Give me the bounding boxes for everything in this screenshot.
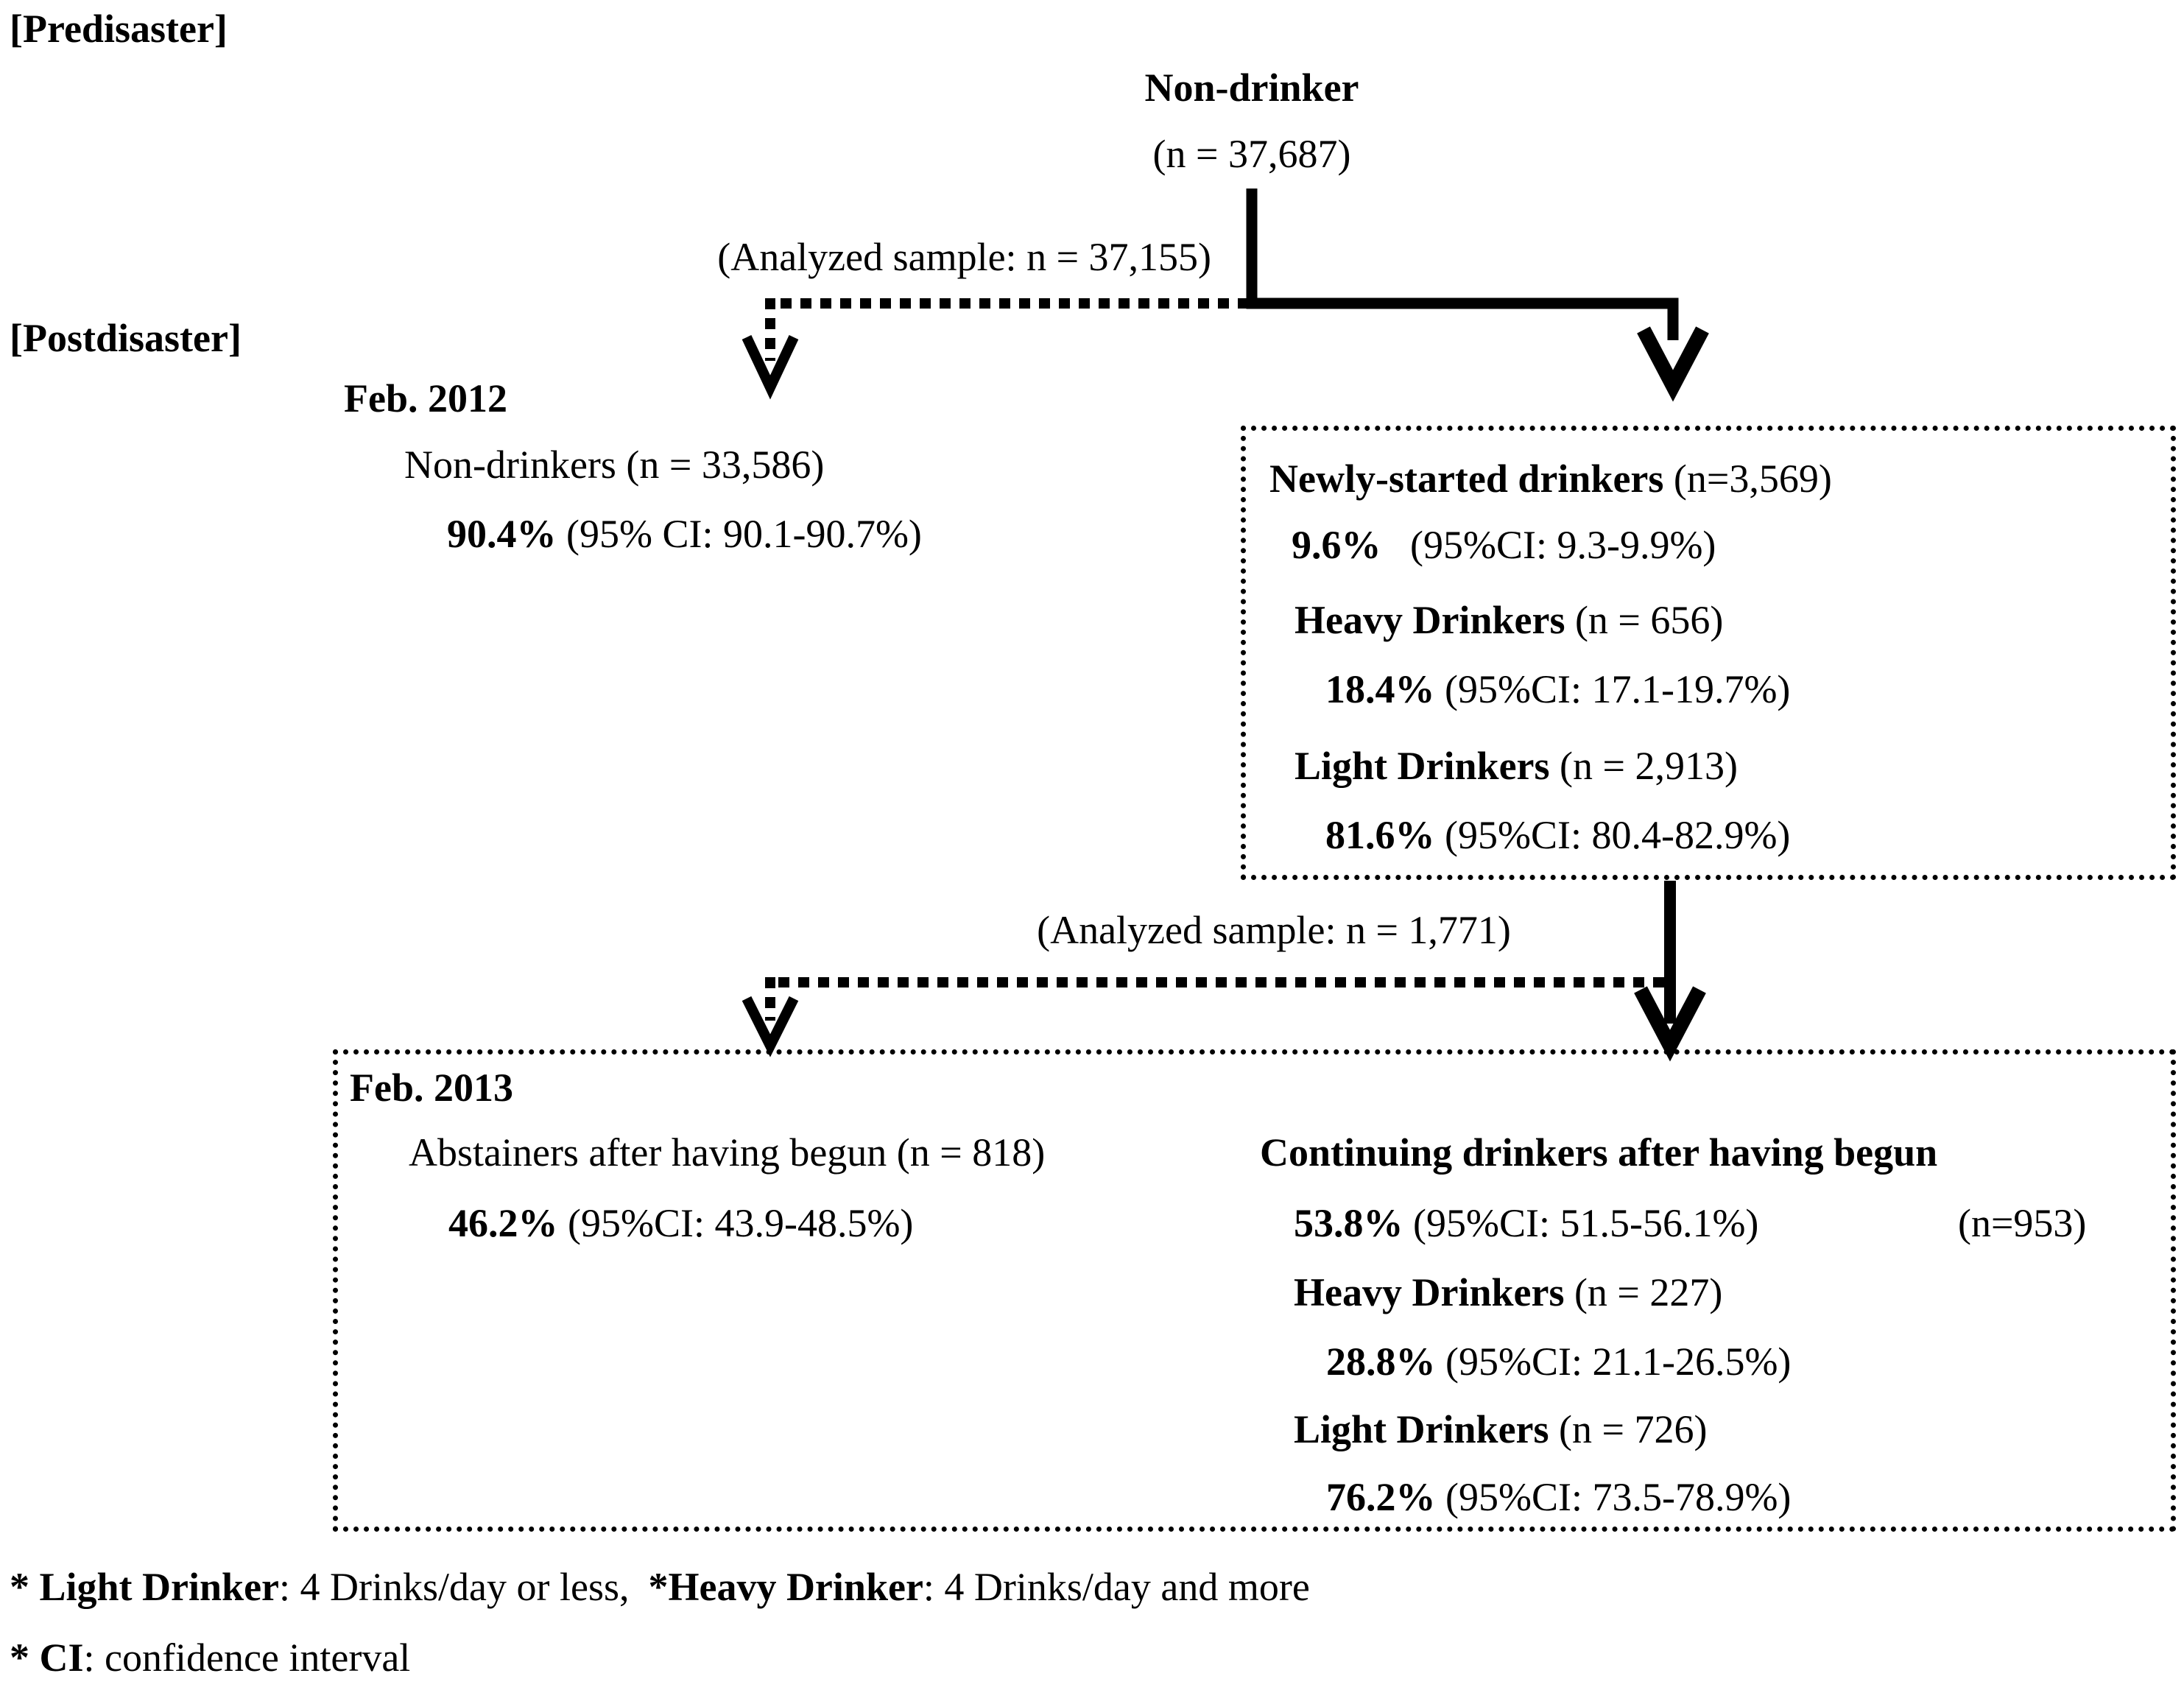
newly-light-pct-line: 81.6% (95%CI: 80.4-82.9%) <box>1325 812 1790 858</box>
feb2013-heavy-n: (n = 227) <box>1564 1270 1723 1314</box>
footnote-ci-term: * CI <box>10 1636 84 1680</box>
root-node-title: Non-drinker <box>1144 66 1359 110</box>
footnote-heavy-def: : 4 Drinks/day and more <box>923 1565 1310 1609</box>
newly-heavy-pct: 18.4% <box>1325 667 1435 711</box>
abstainers-ci: (95%CI: 43.9-48.5%) <box>557 1201 914 1245</box>
root-node-n: (n = 37,687) <box>1152 132 1351 176</box>
feb2012-date: Feb. 2012 <box>344 376 507 420</box>
feb2013-date: Feb. 2013 <box>350 1066 513 1110</box>
continuing-pct-line: 53.8% (95%CI: 51.5-56.1%) <box>1294 1200 1758 1246</box>
newly-heavy-ci: (95%CI: 17.1-19.7%) <box>1434 667 1791 711</box>
newly-pct: 9.6% <box>1292 523 1381 567</box>
postdisaster-label: [Postdisaster] <box>10 316 242 360</box>
newly-started-box: Newly-started drinkers (n=3,569) 9.6% (9… <box>1241 426 2176 880</box>
solid-branch-line <box>1246 189 1679 340</box>
footnote-heavy-term: *Heavy Drinker <box>648 1565 923 1609</box>
newly-light-ci: (95%CI: 80.4-82.9%) <box>1434 813 1791 857</box>
analyzed-sample-1: (Analyzed sample: n = 37,155) <box>717 235 1211 279</box>
feb2013-light-pct-line: 76.2% (95%CI: 73.5-78.9%) <box>1326 1474 1791 1520</box>
feb2012-percentage: 90.4% (95% CI: 90.1-90.7%) <box>447 511 922 557</box>
continuing-n: (n=953) <box>1958 1201 2087 1245</box>
newly-title-n: (n=3,569) <box>1663 457 1832 501</box>
feb2013-light-ci: (95%CI: 73.5-78.9%) <box>1435 1475 1792 1519</box>
footnote-definitions: * Light Drinker: 4 Drinks/day or less, *H… <box>10 1564 1310 1610</box>
feb2012-pct-value: 90.4% <box>447 512 557 556</box>
footnote-ci-def: : confidence interval <box>83 1636 411 1680</box>
footnote-light-term: * Light Drinker <box>10 1565 280 1609</box>
continuing-ci: (95%CI: 51.5-56.1%) <box>1403 1201 1759 1245</box>
newly-heavy-line: Heavy Drinkers (n = 656) <box>1294 597 1723 643</box>
feb2013-light-pct: 76.2% <box>1326 1475 1436 1519</box>
footnote-light-def: : 4 Drinks/day or less, <box>279 1565 630 1609</box>
abstainers-pct-line: 46.2% (95%CI: 43.9-48.5%) <box>448 1200 913 1246</box>
feb2012-nondrinkers: Non-drinkers (n = 33,586) <box>404 443 825 487</box>
solid-arrowhead-down-icon <box>1637 326 1709 402</box>
feb2013-heavy-label: Heavy Drinkers <box>1294 1270 1565 1314</box>
continuing-pct: 53.8% <box>1294 1201 1403 1245</box>
newly-ci: (95%CI: 9.3-9.9%) <box>1400 523 1716 567</box>
feb2012-pct-ci: (95% CI: 90.1-90.7%) <box>556 512 922 556</box>
abstainers-line: Abstainers after having begun (n = 818) <box>409 1130 1046 1175</box>
feb2013-light-line: Light Drinkers (n = 726) <box>1294 1406 1707 1452</box>
newly-pct-line: 9.6% (95%CI: 9.3-9.9%) <box>1292 522 1716 568</box>
newly-light-label: Light Drinkers <box>1294 744 1550 788</box>
feb2013-heavy-pct-line: 28.8% (95%CI: 21.1-26.5%) <box>1326 1339 1791 1384</box>
newly-light-n: (n = 2,913) <box>1549 744 1738 788</box>
predisaster-label: [Predisaster] <box>10 7 228 51</box>
feb2013-heavy-ci: (95%CI: 21.1-26.5%) <box>1435 1339 1792 1384</box>
analyzed-sample-2: (Analyzed sample: n = 1,771) <box>1037 908 1511 952</box>
newly-heavy-pct-line: 18.4% (95%CI: 17.1-19.7%) <box>1325 666 1790 712</box>
continuing-title: Continuing drinkers after having begun <box>1260 1130 1938 1175</box>
feb2013-light-label: Light Drinkers <box>1294 1407 1549 1451</box>
solid-arrowhead2-down-icon <box>1634 986 1706 1062</box>
newly-light-line: Light Drinkers (n = 2,913) <box>1294 743 1738 789</box>
newly-heavy-n: (n = 656) <box>1565 598 1724 642</box>
newly-heavy-label: Heavy Drinkers <box>1294 598 1565 642</box>
newly-title-line: Newly-started drinkers (n=3,569) <box>1269 456 1832 501</box>
dashed-arrowhead-down-icon <box>741 335 799 400</box>
abstainers-pct: 46.2% <box>448 1201 558 1245</box>
feb2013-heavy-pct: 28.8% <box>1326 1339 1436 1384</box>
newly-title: Newly-started drinkers <box>1269 457 1664 501</box>
newly-light-pct: 81.6% <box>1325 813 1435 857</box>
feb2013-box: Feb. 2013 Abstainers after having begun … <box>333 1049 2176 1532</box>
dashed-arrowhead2-down-icon <box>741 996 799 1057</box>
feb2013-light-n: (n = 726) <box>1549 1407 1708 1451</box>
feb2013-heavy-line: Heavy Drinkers (n = 227) <box>1294 1270 1722 1315</box>
footnote-ci: * CI: confidence interval <box>10 1635 410 1680</box>
